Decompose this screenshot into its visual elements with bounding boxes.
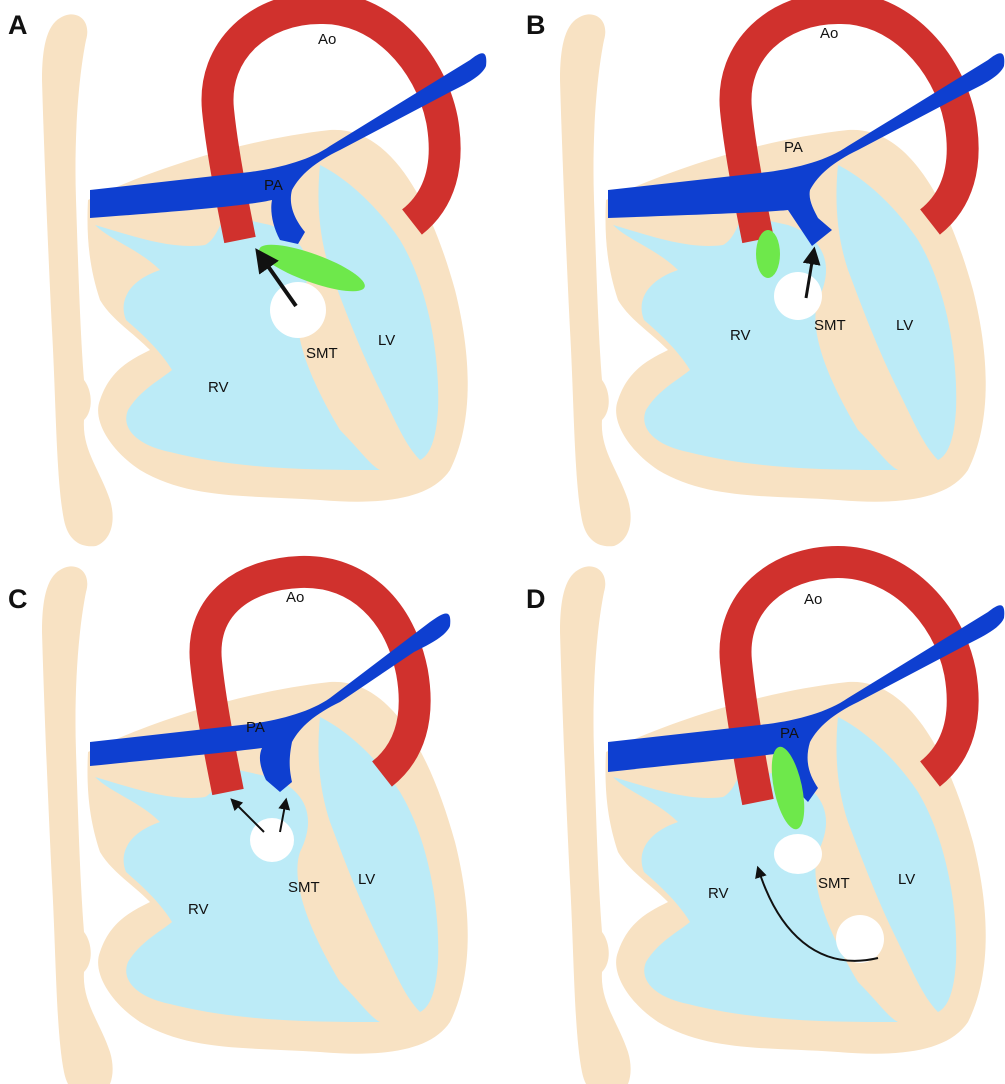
smt-label: SMT bbox=[818, 875, 850, 892]
panel-letter: B bbox=[526, 10, 546, 40]
panel-b: B Ao PA RV LV SMT bbox=[526, 8, 1004, 546]
ao-label: Ao bbox=[318, 31, 336, 48]
septal-defect bbox=[270, 282, 326, 338]
ao-label: Ao bbox=[286, 589, 304, 606]
rv-label: RV bbox=[208, 379, 229, 396]
panel-d: D Ao PA RV LV SMT bbox=[526, 562, 1004, 1084]
lv-label: LV bbox=[358, 871, 375, 888]
smt-label: SMT bbox=[306, 345, 338, 362]
ao-label: Ao bbox=[804, 591, 822, 608]
rv-label: RV bbox=[730, 327, 751, 344]
pa-label: PA bbox=[780, 725, 799, 742]
septal-defect bbox=[774, 272, 822, 320]
panel-c: C Ao PA RV LV SMT bbox=[8, 566, 468, 1084]
pa-label: PA bbox=[784, 139, 803, 156]
panel-letter: D bbox=[526, 584, 546, 614]
septal-defect bbox=[836, 915, 884, 963]
ao-label: Ao bbox=[820, 25, 838, 42]
pa-label: PA bbox=[264, 177, 283, 194]
heart-outline bbox=[560, 566, 986, 1084]
rv-label: RV bbox=[708, 885, 729, 902]
smt-label: SMT bbox=[814, 317, 846, 334]
green-structure bbox=[756, 230, 780, 278]
panel-letter: A bbox=[8, 10, 28, 40]
rv-label: RV bbox=[188, 901, 209, 918]
pa-label: PA bbox=[246, 719, 265, 736]
lv-label: LV bbox=[898, 871, 915, 888]
lv-label: LV bbox=[378, 332, 395, 349]
panel-a: A Ao PA RV LV SMT bbox=[8, 8, 486, 546]
septal-defect bbox=[774, 834, 822, 874]
heart-outline bbox=[42, 14, 468, 546]
lv-label: LV bbox=[896, 317, 913, 334]
smt-label: SMT bbox=[288, 879, 320, 896]
heart-outline bbox=[560, 14, 986, 546]
panel-letter: C bbox=[8, 584, 28, 614]
